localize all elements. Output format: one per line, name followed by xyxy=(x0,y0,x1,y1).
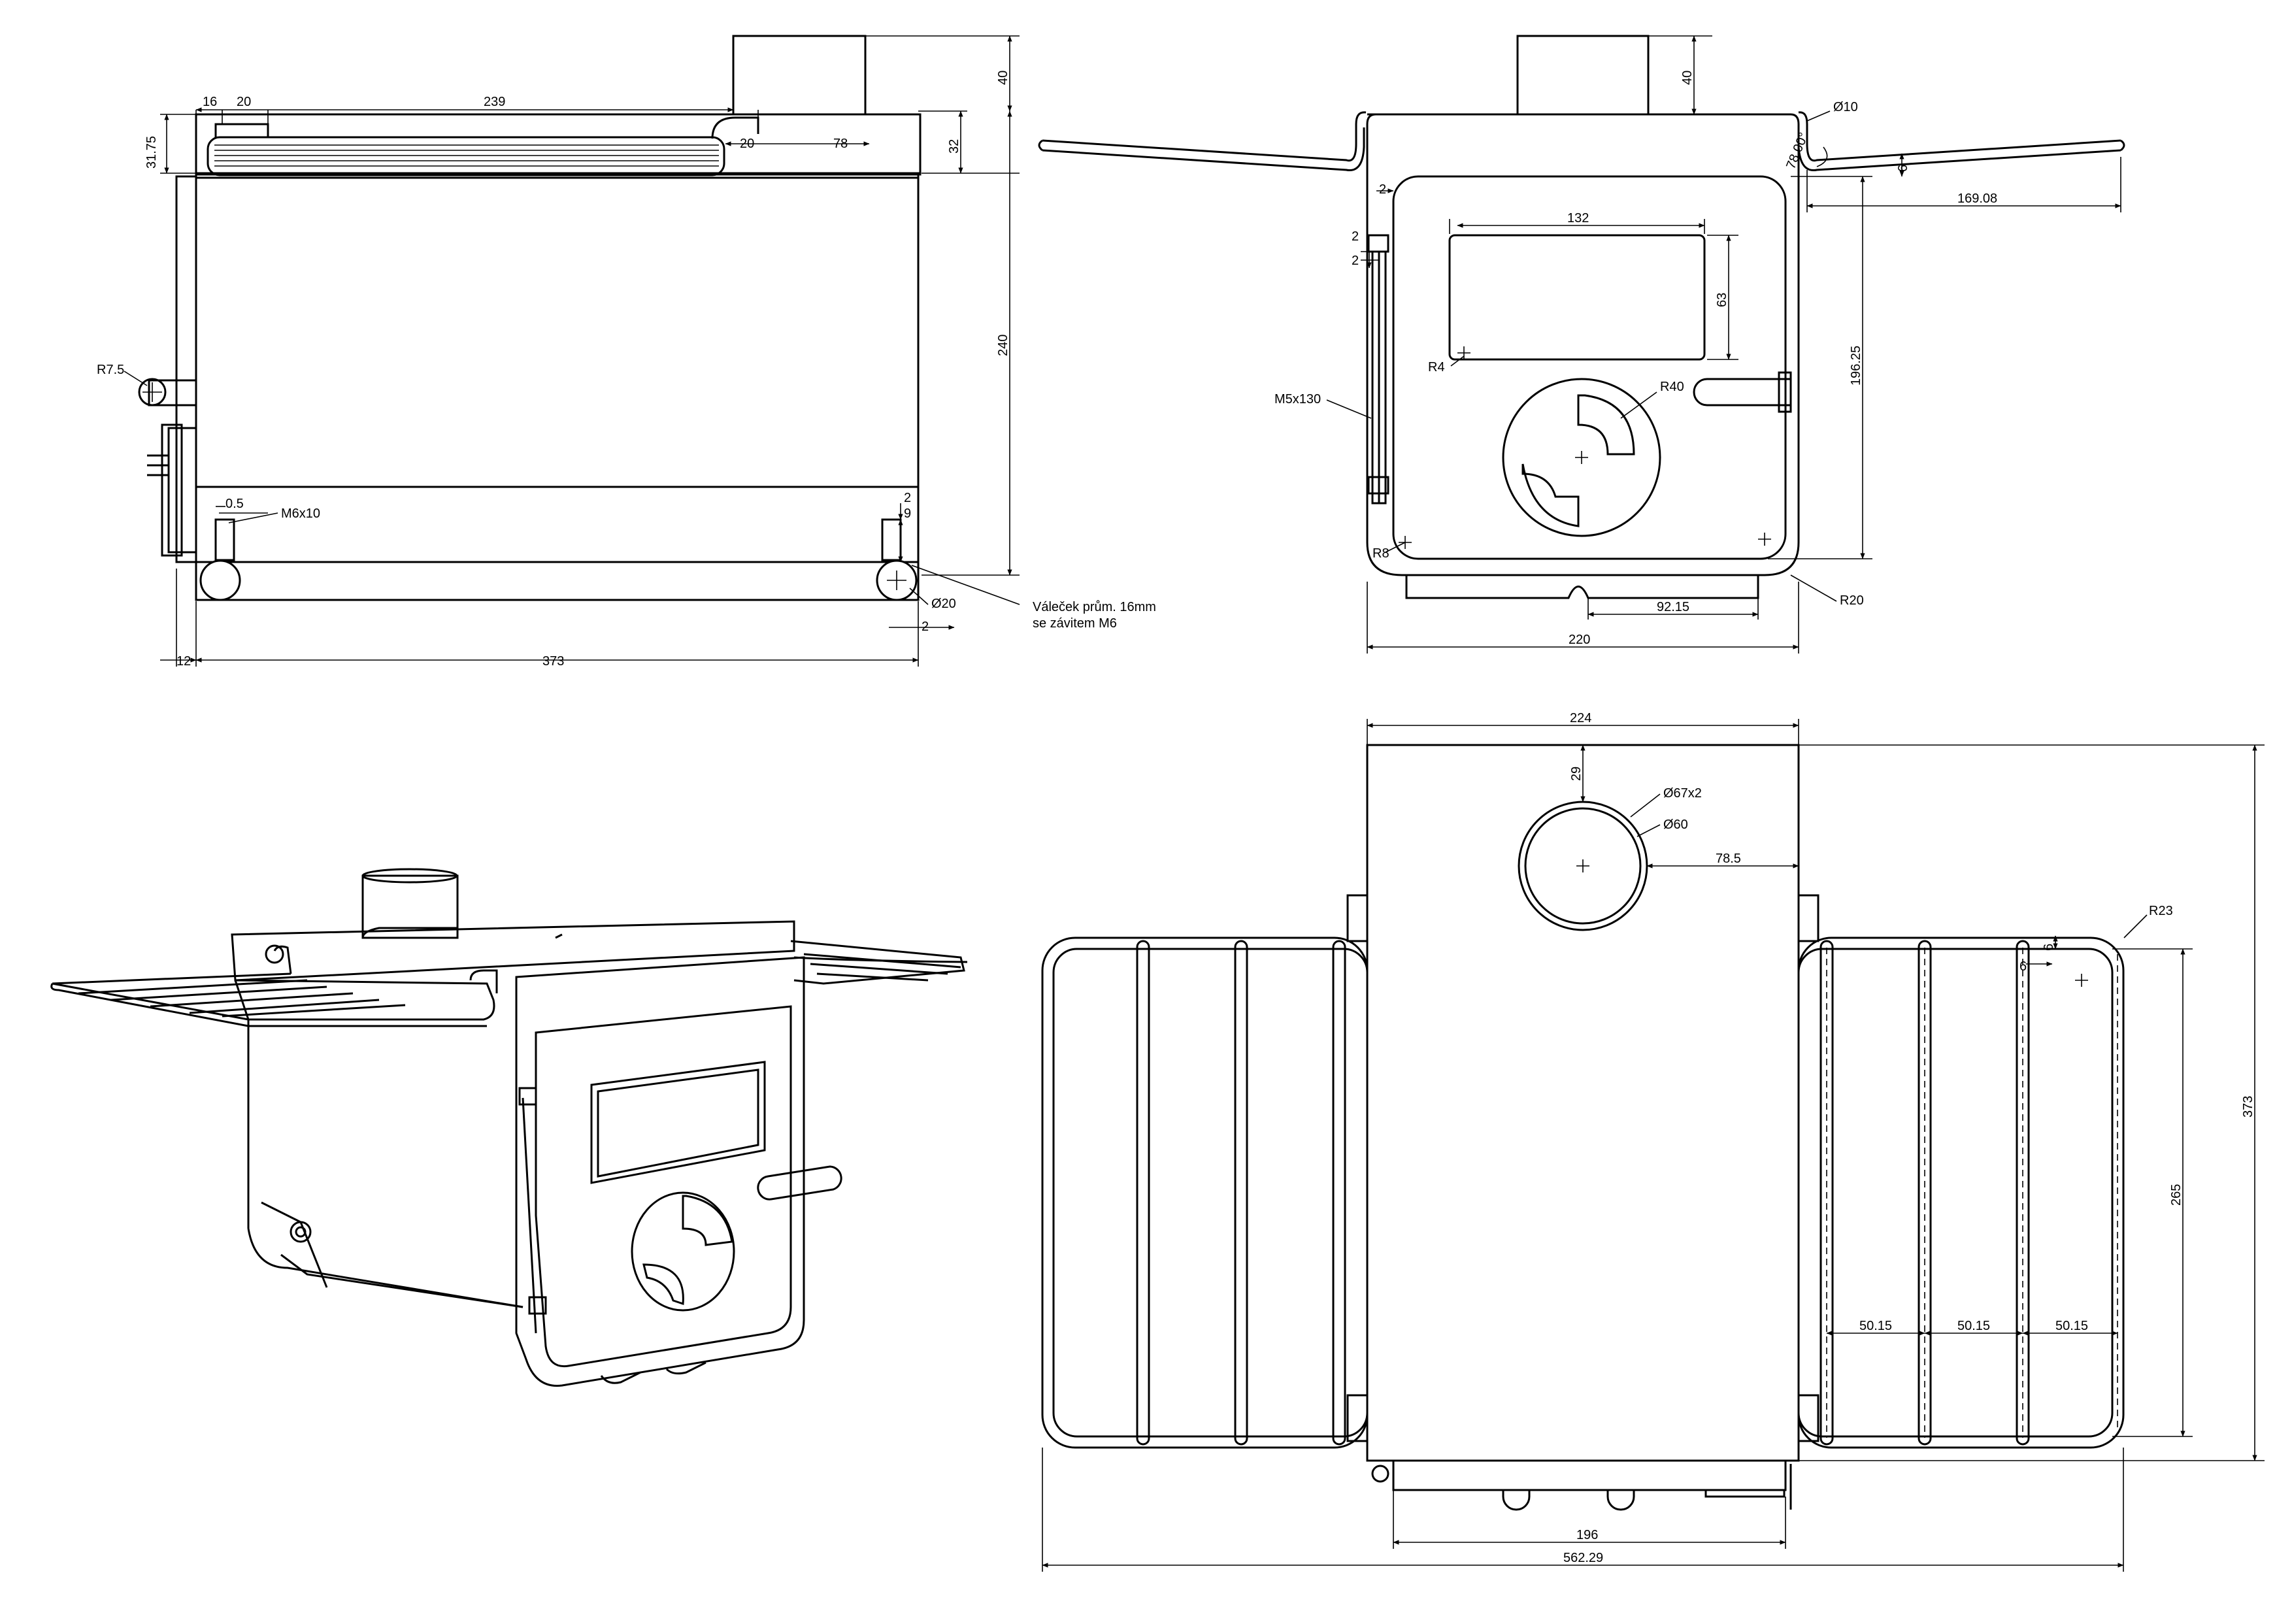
top-view-labels: 224 29 Ø67x2 Ø60 78.5 R23 6 6 373 265 50… xyxy=(1563,711,2255,1565)
top-view-outline xyxy=(1041,744,2125,1511)
dim-224: 224 xyxy=(1570,711,1591,725)
dim-6-vertical: 6 xyxy=(2042,944,2056,951)
front-view-outline xyxy=(1038,35,2125,599)
dim-40: 40 xyxy=(1680,71,1695,85)
dim-9: 9 xyxy=(904,506,911,521)
side-view-dimensions xyxy=(124,35,1020,667)
side-view: 16 20 239 31.75 20 78 32 40 240 R7.5 0.5… xyxy=(97,35,1156,669)
dim-r7-5: R7.5 xyxy=(97,363,124,377)
dim-20: 20 xyxy=(237,95,251,109)
dim-0-5: 0.5 xyxy=(225,497,244,511)
dim-50-15-b: 50.15 xyxy=(1957,1319,1990,1333)
dim-6-horizontal: 6 xyxy=(2019,959,2027,974)
dim-r23: R23 xyxy=(2149,904,2173,918)
dim-6: 6 xyxy=(1896,165,1910,172)
dim-2-door: 2 xyxy=(1379,182,1386,197)
dim-2-bottom: 2 xyxy=(922,620,929,634)
dim-12: 12 xyxy=(176,654,191,669)
side-view-labels: 16 20 239 31.75 20 78 32 40 240 R7.5 0.5… xyxy=(97,71,1156,669)
dim-92-15: 92.15 xyxy=(1657,600,1689,614)
dim-r4: R4 xyxy=(1428,360,1445,374)
dim-29: 29 xyxy=(1569,767,1584,781)
dim-196: 196 xyxy=(1576,1528,1598,1542)
dim-2-hinge-top: 2 xyxy=(1352,229,1359,244)
dim-o10: Ø10 xyxy=(1833,100,1858,114)
dim-50-15-c: 50.15 xyxy=(2055,1319,2088,1333)
dim-o67x2: Ø67x2 xyxy=(1663,786,1702,801)
dim-o20: Ø20 xyxy=(931,597,956,611)
dim-239: 239 xyxy=(484,95,505,109)
dim-31-75: 31.75 xyxy=(144,136,159,169)
dim-r8: R8 xyxy=(1372,546,1389,561)
top-view: 224 29 Ø67x2 Ø60 78.5 R23 6 6 373 265 50… xyxy=(1041,711,2265,1572)
front-view: 40 Ø10 78.00° 6 169.08 2 132 2 2 63 R4 1… xyxy=(1038,35,2125,654)
dim-78: 78 xyxy=(833,137,848,151)
dim-50-15-a: 50.15 xyxy=(1859,1319,1892,1333)
dim-373: 373 xyxy=(2241,1096,2255,1118)
dim-20-lid: 20 xyxy=(740,137,754,151)
isometric-view xyxy=(50,868,968,1387)
dim-169-08: 169.08 xyxy=(1957,191,1997,206)
dim-32: 32 xyxy=(947,139,961,154)
dim-r20: R20 xyxy=(1840,593,1864,608)
roller-note-line2: se závitem M6 xyxy=(1033,616,1117,631)
dim-562-29: 562.29 xyxy=(1563,1551,1603,1565)
dim-78-5: 78.5 xyxy=(1716,852,1741,866)
dim-196-25: 196.25 xyxy=(1849,346,1863,386)
top-view-dimensions xyxy=(1042,719,2265,1572)
side-view-outline xyxy=(138,35,922,601)
dim-2-hinge-bottom: 2 xyxy=(1352,254,1359,268)
dim-16: 16 xyxy=(203,95,217,109)
dim-r40: R40 xyxy=(1660,380,1684,394)
dim-265: 265 xyxy=(2169,1184,2184,1206)
front-view-dimensions xyxy=(1326,35,2121,654)
dim-132: 132 xyxy=(1567,211,1589,225)
dim-m6x10: M6x10 xyxy=(281,506,320,521)
dim-2-top: 2 xyxy=(904,491,911,505)
dim-220: 220 xyxy=(1569,633,1590,647)
dim-373: 373 xyxy=(542,654,564,669)
dim-40: 40 xyxy=(996,71,1010,85)
dim-240: 240 xyxy=(996,335,1010,356)
dim-m5x130: M5x130 xyxy=(1274,392,1321,406)
dim-63: 63 xyxy=(1715,293,1729,307)
roller-note-line1: Váleček prům. 16mm xyxy=(1033,600,1156,614)
dim-o60: Ø60 xyxy=(1663,818,1688,832)
